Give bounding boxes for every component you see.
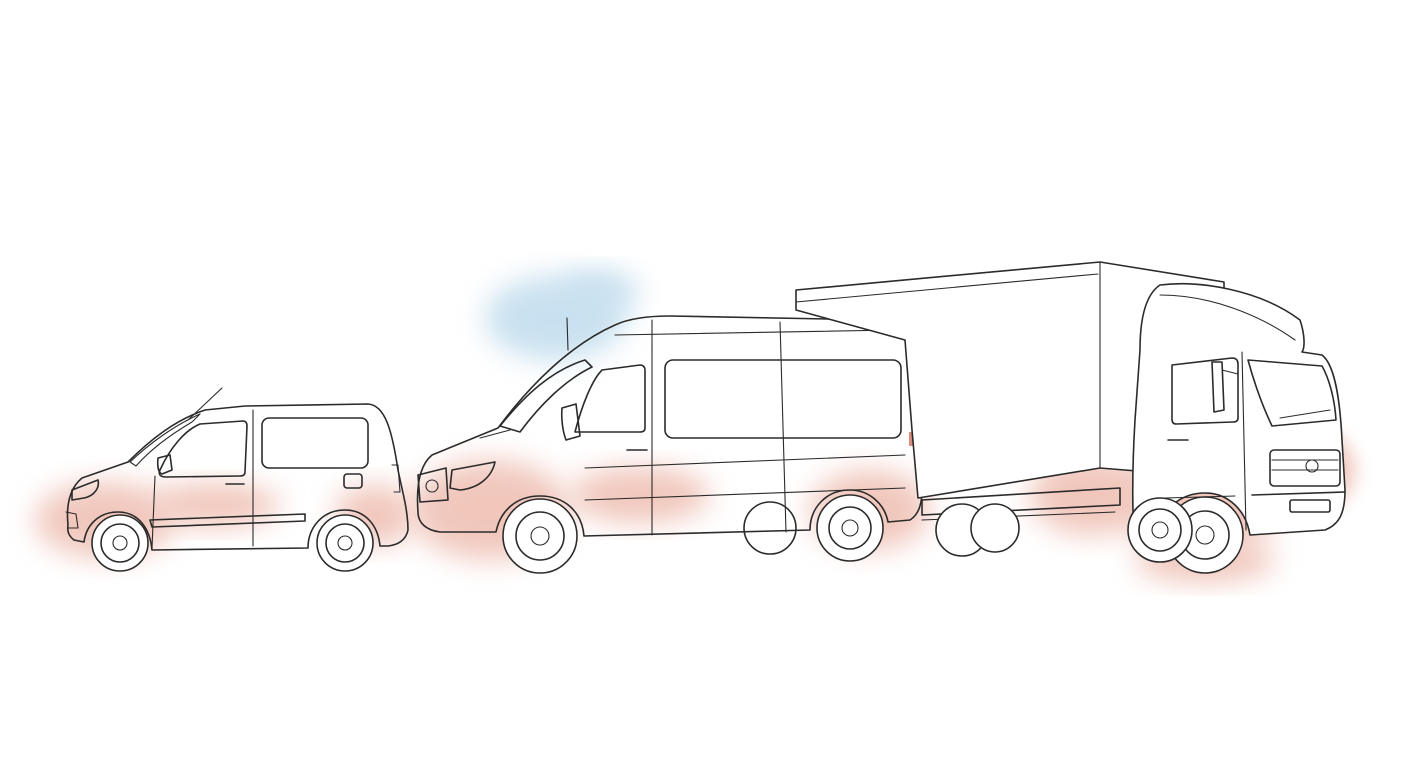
large-van-roof-line xyxy=(614,329,896,336)
box-truck-wiper xyxy=(1279,409,1331,419)
box-truck-mirror xyxy=(1211,361,1225,413)
large-van-headlight xyxy=(449,461,496,491)
small-van-windshield xyxy=(129,413,201,467)
small-van-front-window xyxy=(158,420,248,478)
large-van-lower-crease xyxy=(584,487,906,501)
box-truck-cargo xyxy=(795,261,1225,499)
large-van-cab-window xyxy=(574,364,646,433)
small-van-headlight xyxy=(71,479,100,501)
box-truck-mirror-arm xyxy=(1221,369,1239,375)
large-van-emblem xyxy=(425,479,439,493)
box-truck-drive-wheel xyxy=(1127,497,1193,563)
large-van-front-wheel xyxy=(502,498,578,574)
large-van-windshield xyxy=(499,359,593,433)
large-van-side-crease xyxy=(584,454,906,469)
blue-wash-2 xyxy=(562,270,638,314)
large-van-antenna xyxy=(566,317,569,351)
small-van-rear-wheel xyxy=(316,514,374,572)
small-van-rear-light xyxy=(391,464,401,493)
small-van-mirror xyxy=(156,454,173,475)
large-van-hood-vent xyxy=(479,429,511,439)
box-truck-spoiler-line xyxy=(1159,294,1296,341)
box-truck-windshield xyxy=(1247,359,1337,427)
large-van-mirror xyxy=(560,403,581,441)
small-van-fuel-cap xyxy=(343,473,363,489)
box-truck-icon xyxy=(795,261,1346,574)
large-van-body xyxy=(416,315,923,537)
box-truck-door-seam xyxy=(1241,351,1247,531)
box-truck-emblem xyxy=(1305,459,1319,473)
box-truck-cab xyxy=(1131,282,1346,536)
small-van-bumper xyxy=(65,511,79,529)
large-van-hidden-wheel xyxy=(743,501,797,555)
small-van-side-window xyxy=(261,417,369,469)
small-van-front-door-seam xyxy=(151,475,156,549)
warm-wash-small-van-mid xyxy=(150,483,280,527)
box-truck-grille xyxy=(1269,449,1341,487)
small-van-front-wheel xyxy=(91,514,149,572)
box-truck-chassis xyxy=(921,487,1121,516)
box-truck-bumper-line xyxy=(1251,491,1346,496)
warm-wash-large-van-side xyxy=(570,467,710,523)
box-truck-cargo-top xyxy=(795,273,1099,303)
small-van-body xyxy=(66,403,409,551)
small-van-icon xyxy=(65,387,409,572)
large-van-icon xyxy=(416,315,923,574)
small-van-side-strip xyxy=(149,513,306,528)
large-van-grille xyxy=(417,467,449,503)
large-van-slide-seam xyxy=(779,321,787,533)
large-van-rear-wheel xyxy=(816,494,884,562)
box-truck-side-window xyxy=(1171,357,1239,425)
box-truck-rear-wheel-2 xyxy=(970,503,1020,553)
box-truck-bumper-light xyxy=(1289,499,1331,513)
